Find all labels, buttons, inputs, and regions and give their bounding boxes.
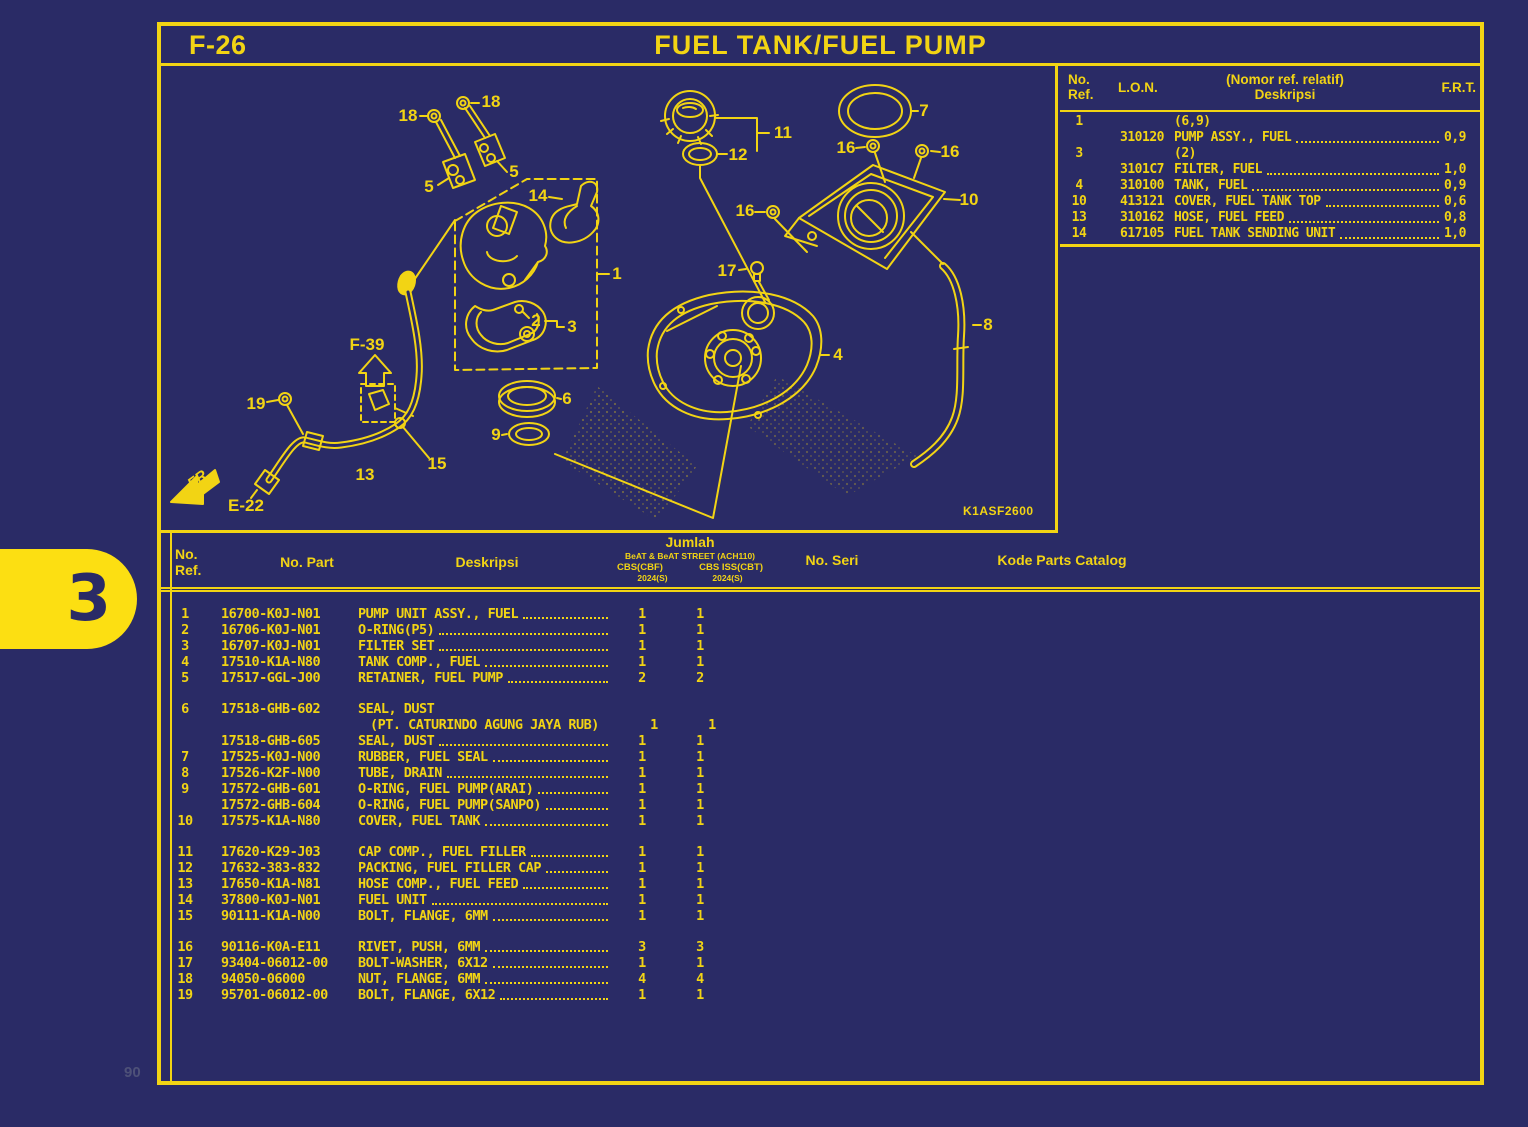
lon-table-row: 3(2) (1075, 146, 1196, 161)
page-border (157, 22, 1484, 1085)
row-gap (157, 686, 1484, 701)
diagram-callout-8: 8 (983, 315, 993, 334)
diagram-callout-16: 16 (940, 142, 960, 161)
ref-link-f39[interactable]: F-39 (349, 335, 385, 354)
ref-link-e22[interactable]: E-22 (228, 496, 264, 515)
diagram-callout-5: 5 (424, 177, 434, 196)
diagram-callout-10: 10 (959, 190, 979, 209)
diagram-callout-18: 18 (398, 106, 418, 125)
header-divider (157, 587, 1484, 592)
title-bar: F-26 FUEL TANK/FUEL PUMP (157, 22, 1484, 66)
parts-header-kode: Kode Parts Catalog (997, 552, 1127, 568)
diagram-callout-7: 7 (919, 101, 929, 120)
diagram-callout-1: 1 (612, 264, 622, 283)
page-number: 90 (124, 1064, 141, 1081)
parts-header-seri: No. Seri (805, 552, 859, 568)
row-gap (157, 924, 1484, 939)
section-tab-3[interactable]: 3 (0, 549, 137, 649)
section-tab-label: 3 (66, 562, 111, 636)
diagram-callout-16: 16 (836, 138, 856, 157)
page-code: F-26 (189, 30, 247, 60)
lon-header-ref: No. Ref. (1068, 72, 1094, 102)
parts-header-jumlah: Jumlah BeAT & BeAT STREET (ACH110) CBS(C… (617, 534, 763, 583)
lon-table-row: 1(6,9) (1075, 114, 1211, 129)
diagram-callout-13: 13 (355, 465, 375, 484)
lon-reference-table: No. Ref. L.O.N. (Nomor ref. relatif) Des… (1060, 66, 1484, 247)
diagram-callout-6: 6 (562, 389, 572, 408)
lon-header-deskripsi: (Nomor ref. relatif) Deskripsi (1226, 72, 1344, 102)
diagram-code: K1ASF2600 (963, 504, 1034, 518)
diagram-callout-11: 11 (774, 123, 792, 142)
diagram-callout-4: 4 (833, 345, 843, 364)
diagram-line-art (170, 84, 982, 521)
table-left-rule (170, 530, 172, 1085)
diagram-callout-19: 19 (246, 394, 266, 413)
diagram-callout-18: 18 (481, 92, 501, 111)
lon-header-lon: L.O.N. (1118, 80, 1158, 95)
page-title: FUEL TANK/FUEL PUMP (654, 30, 987, 60)
parts-header-deskripsi: Deskripsi (455, 554, 519, 570)
diagram-callout-14: 14 (528, 186, 548, 205)
diagram-callout-15: 15 (427, 454, 447, 473)
diagram-callout-9: 9 (491, 425, 501, 444)
row-gap (157, 829, 1484, 844)
diagram-callout-12: 12 (728, 145, 748, 164)
lon-table-header: No. Ref. L.O.N. (Nomor ref. relatif) Des… (1060, 66, 1484, 112)
diagram-callout-17: 17 (717, 261, 737, 280)
diagram-callout-2: 2 (531, 311, 541, 330)
diagram-callout-5: 5 (509, 162, 519, 181)
diagram-callout-3: 3 (567, 317, 577, 336)
parts-header-part: No. Part (280, 554, 334, 570)
diagram-callout-16: 16 (735, 201, 755, 220)
parts-header-ref: No. Ref. (175, 546, 202, 578)
parts-table-header: No. Ref. No. Part Deskripsi Jumlah BeAT … (157, 530, 1484, 592)
lon-header-frt: F.R.T. (1441, 80, 1476, 95)
